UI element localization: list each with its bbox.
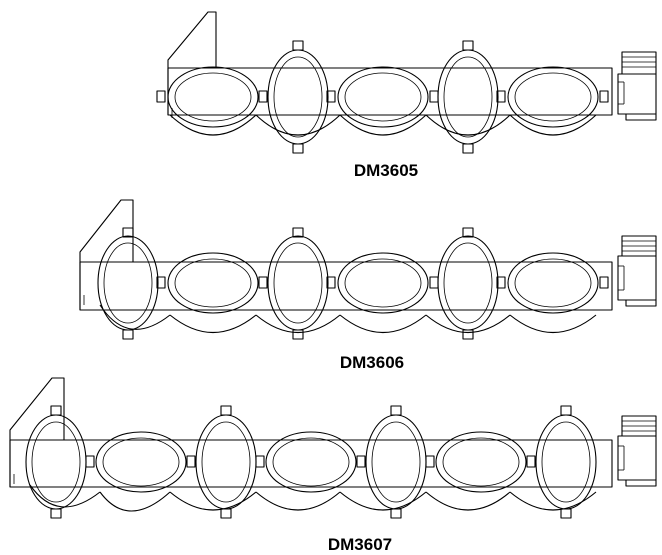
- frame-strip: [9, 439, 613, 488]
- cell-horizontal: [496, 66, 609, 128]
- cell-upright: [25, 405, 87, 519]
- cell-upright: [97, 227, 159, 340]
- frame-strip: [167, 67, 613, 116]
- cell-horizontal: [156, 252, 268, 314]
- lower-scallops: [99, 304, 597, 333]
- cell-horizontal: [326, 252, 439, 314]
- cell-horizontal: [496, 252, 609, 314]
- cell-upright: [535, 405, 597, 519]
- cell-horizontal: [156, 66, 268, 128]
- cell-upright: [437, 227, 499, 340]
- end-connector: [617, 51, 657, 121]
- cell-horizontal: [255, 431, 366, 493]
- end-bracket: [79, 199, 134, 310]
- lower-scallops: [29, 484, 597, 512]
- cell-upright: [267, 40, 329, 154]
- cell-horizontal: [425, 431, 536, 493]
- end-bracket: [9, 377, 65, 487]
- assembly-dm3606: DM3606: [79, 199, 657, 372]
- cell-upright: [195, 405, 257, 519]
- end-connector: [617, 235, 657, 307]
- model-label: DM3605: [354, 161, 418, 180]
- cell-upright: [267, 227, 329, 340]
- assembly-dm3607: DM3607: [9, 377, 657, 554]
- cell-upright: [365, 405, 427, 519]
- model-label: DM3607: [328, 535, 392, 554]
- end-connector: [617, 415, 657, 487]
- end-bracket: [167, 11, 217, 115]
- cell-horizontal: [85, 431, 196, 493]
- assembly-dm3605: DM3605: [156, 11, 657, 180]
- lower-scallops: [169, 114, 597, 136]
- cell-upright: [437, 40, 499, 154]
- cell-horizontal: [326, 66, 439, 128]
- model-label: DM3606: [340, 353, 404, 372]
